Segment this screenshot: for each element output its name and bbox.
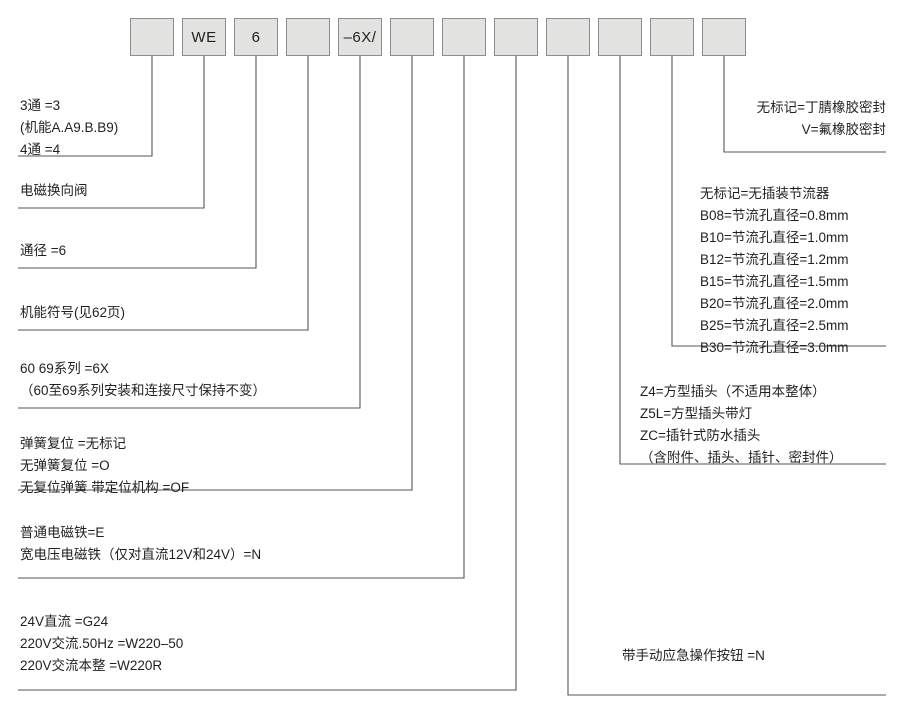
- annotation-seal-material: 无标记=丁腈橡胶密封 V=氟橡胶密封: [586, 97, 886, 141]
- code-box-3[interactable]: 6: [234, 18, 278, 56]
- annotation-connector-type: Z4=方型插头（不适用本整体） Z5L=方型插头带灯 ZC=插针式防水插头 （含…: [640, 381, 843, 469]
- annotation-valve-type: 电磁换向阀: [20, 180, 88, 202]
- annotation-nominal-size: 通径 =6: [20, 240, 66, 262]
- annotation-throttle-insert-line-7: B25=节流孔直径=2.5mm: [700, 318, 849, 333]
- code-box-6[interactable]: [390, 18, 434, 56]
- annotation-spring-return-line-2: 无弹簧复位 =O: [20, 458, 110, 473]
- code-box-8[interactable]: [494, 18, 538, 56]
- annotation-ports-line-2: (机能A.A9.B.B9): [20, 120, 119, 135]
- annotation-ports-line-3: 4通 =4: [20, 142, 61, 157]
- code-box-12[interactable]: [702, 18, 746, 56]
- annotation-solenoid-type: 普通电磁铁=E 宽电压电磁铁（仅对直流12V和24V）=N: [20, 522, 261, 566]
- code-box-4[interactable]: [286, 18, 330, 56]
- leader-nominal-size: [18, 56, 257, 269]
- annotation-manual-override-line-1: 带手动应急操作按钮 =N: [622, 648, 765, 663]
- annotation-spool-symbol: 机能符号(见62页): [20, 302, 125, 324]
- annotation-ports: 3通 =3 (机能A.A9.B.B9) 4通 =4: [20, 95, 118, 161]
- code-box-7[interactable]: [442, 18, 486, 56]
- annotation-throttle-insert-line-2: B08=节流孔直径=0.8mm: [700, 208, 849, 223]
- annotation-throttle-insert-line-3: B10=节流孔直径=1.0mm: [700, 230, 849, 245]
- code-box-5[interactable]: –6X/: [338, 18, 382, 56]
- code-box-1[interactable]: [130, 18, 174, 56]
- annotation-spring-return: 弹簧复位 =无标记 无弹簧复位 =O 无复位弹簧 带定位机构 =OF: [20, 433, 189, 499]
- annotation-solenoid-type-line-1: 普通电磁铁=E: [20, 525, 105, 540]
- annotation-series-line-2: （60至69系列安装和连接尺寸保持不变）: [20, 383, 267, 398]
- annotation-throttle-insert-line-4: B12=节流孔直径=1.2mm: [700, 252, 849, 267]
- annotation-seal-material-line-1: 无标记=丁腈橡胶密封: [756, 100, 886, 115]
- code-box-9[interactable]: [546, 18, 590, 56]
- annotation-solenoid-type-line-2: 宽电压电磁铁（仅对直流12V和24V）=N: [20, 547, 262, 562]
- annotation-connector-type-line-4: （含附件、插头、插针、密封件）: [640, 450, 843, 465]
- annotation-spool-symbol-line-1: 机能符号(见62页): [20, 305, 126, 320]
- annotation-voltage: 24V直流 =G24 220V交流.50Hz =W220–50 220V交流本整…: [20, 611, 183, 677]
- annotation-connector-type-line-2: Z5L=方型插头带灯: [640, 406, 753, 421]
- annotation-voltage-line-2: 220V交流.50Hz =W220–50: [20, 636, 184, 651]
- leader-manual-override: [567, 56, 886, 696]
- code-box-2[interactable]: WE: [182, 18, 226, 56]
- annotation-voltage-line-1: 24V直流 =G24: [20, 614, 109, 629]
- annotation-connector-type-line-1: Z4=方型插头（不适用本整体）: [640, 384, 826, 399]
- annotation-ports-line-1: 3通 =3: [20, 98, 61, 113]
- annotation-throttle-insert-line-6: B20=节流孔直径=2.0mm: [700, 296, 849, 311]
- annotation-throttle-insert-line-5: B15=节流孔直径=1.5mm: [700, 274, 849, 289]
- annotation-throttle-insert-line-1: 无标记=无插装节流器: [700, 186, 830, 201]
- annotation-nominal-size-line-1: 通径 =6: [20, 243, 67, 258]
- annotation-spring-return-line-1: 弹簧复位 =无标记: [20, 436, 127, 451]
- annotation-voltage-line-3: 220V交流本整 =W220R: [20, 658, 163, 673]
- annotation-series: 60 69系列 =6X （60至69系列安装和连接尺寸保持不变）: [20, 358, 266, 402]
- annotation-connector-type-line-3: ZC=插针式防水插头: [640, 428, 761, 443]
- annotation-spring-return-line-3: 无复位弹簧 带定位机构 =OF: [20, 480, 190, 495]
- annotation-valve-type-line-1: 电磁换向阀: [20, 183, 88, 198]
- code-box-10[interactable]: [598, 18, 642, 56]
- code-box-11[interactable]: [650, 18, 694, 56]
- annotation-throttle-insert-line-8: B30=节流孔直径=3.0mm: [700, 340, 849, 355]
- annotation-seal-material-line-2: V=氟橡胶密封: [801, 122, 886, 137]
- annotation-manual-override: 带手动应急操作按钮 =N: [622, 645, 765, 667]
- annotation-throttle-insert: 无标记=无插装节流器 B08=节流孔直径=0.8mm B10=节流孔直径=1.0…: [700, 183, 849, 359]
- annotation-series-line-1: 60 69系列 =6X: [20, 361, 109, 376]
